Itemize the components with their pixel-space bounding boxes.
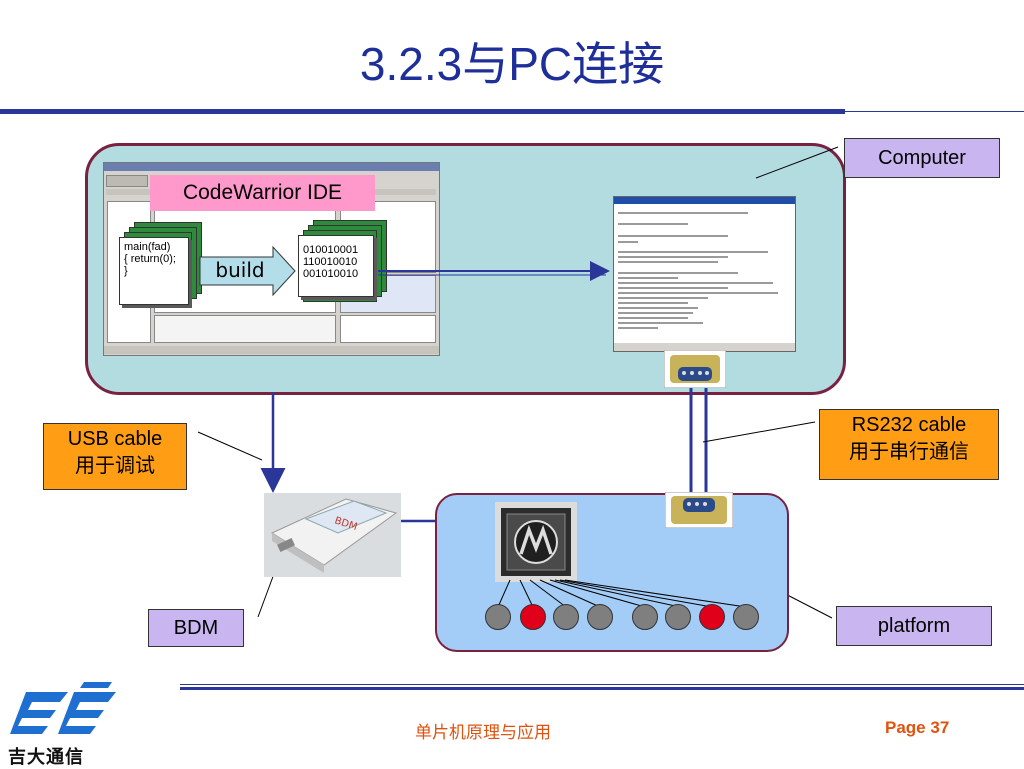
usb-cable-label-line1: USB cable <box>67 428 163 450</box>
led-4 <box>587 604 613 630</box>
course-name: 单片机原理与应用 <box>415 723 551 743</box>
led-5 <box>632 604 658 630</box>
footer-rule <box>180 687 1024 690</box>
computer-label: Computer <box>844 138 1000 178</box>
led-2 <box>520 604 546 630</box>
led-8 <box>733 604 759 630</box>
title-underline-thin <box>845 111 1024 112</box>
led-1 <box>485 604 511 630</box>
source-line-1: main(fad) <box>124 241 171 253</box>
bdm-device: BDM <box>264 493 401 577</box>
chip-led-wires <box>497 579 747 608</box>
platform-label: platform <box>836 606 992 646</box>
led-7 <box>699 604 725 630</box>
page-label: Page <box>885 718 926 737</box>
terminal-window <box>613 196 796 352</box>
ide-label: CodeWarrior IDE <box>150 175 375 211</box>
company-logo-text: 吉大通信 <box>8 747 84 768</box>
page-number: Page 37 <box>885 718 949 738</box>
rs232-cable-label-line2: 用于串行通信 <box>849 441 969 463</box>
company-logo-icon <box>10 682 116 734</box>
source-line-2: { return(0); <box>124 253 176 265</box>
db9-connector-top <box>664 350 726 388</box>
microcontroller-chip <box>495 502 577 582</box>
source-code-card: main(fad) { return(0); } <box>119 237 189 305</box>
binary-line-2: 110010010 <box>303 256 358 268</box>
led-6 <box>665 604 691 630</box>
platform-panel <box>435 493 789 652</box>
usb-cable-label: USB cable 用于调试 <box>43 423 187 490</box>
binary-code-card: 010010001 110010010 001010010 <box>298 235 374 297</box>
binary-line-3: 001010010 <box>303 268 359 280</box>
usb-cable-label-line2: 用于调试 <box>75 455 155 477</box>
rs232-cable-label-line1: RS232 cable <box>851 414 967 436</box>
led-3 <box>553 604 579 630</box>
page-value: 37 <box>930 718 950 737</box>
build-label: build <box>215 258 265 282</box>
footer-rule-thin <box>180 684 1024 685</box>
bdm-label: BDM <box>148 609 244 647</box>
title-underline <box>0 109 845 114</box>
binary-line-1: 010010001 <box>303 244 359 256</box>
db9-connector-bottom <box>665 492 733 528</box>
source-line-3: } <box>124 265 128 277</box>
build-arrow <box>199 245 296 297</box>
rs232-cable-label: RS232 cable 用于串行通信 <box>819 409 999 480</box>
slide-title: 3.2.3与PC连接 <box>359 38 665 90</box>
terminal-titlebar <box>614 197 795 204</box>
